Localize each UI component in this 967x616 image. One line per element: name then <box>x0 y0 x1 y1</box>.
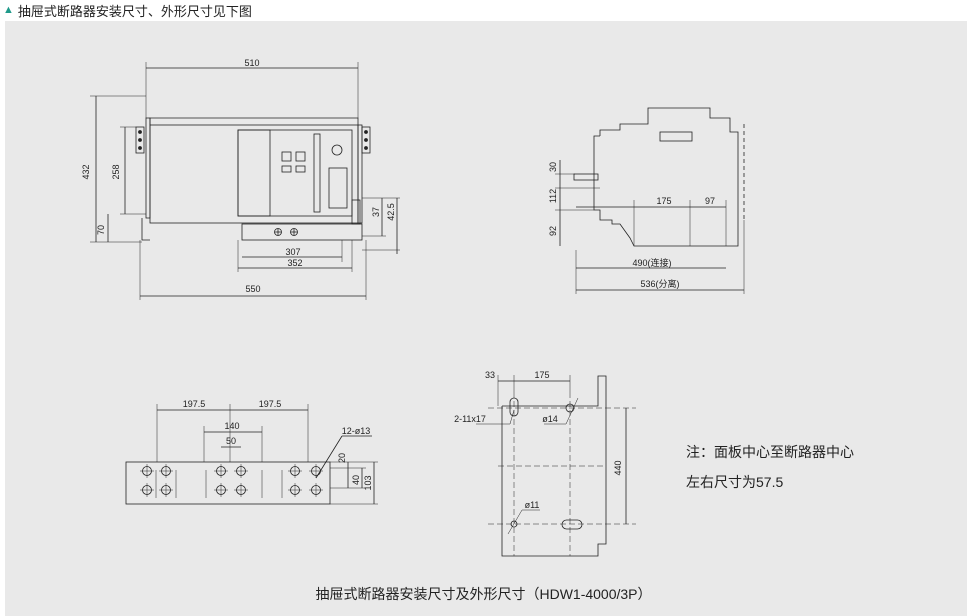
hole-14-label: ø14 <box>542 414 558 424</box>
holes-label: 12-ø13 <box>342 426 371 436</box>
dim-140: 140 <box>224 421 239 431</box>
bolt-holes <box>140 464 323 497</box>
dim-103: 103 <box>363 475 373 490</box>
dim-536: 536(分离) <box>640 278 679 289</box>
section-header: ▲ 抽屉式断路器安装尺寸、外形尺寸见下图 <box>0 0 967 20</box>
dim-92: 92 <box>548 226 558 236</box>
dim-42-5: 42.5 <box>386 203 396 221</box>
dim-40: 40 <box>351 475 361 485</box>
slots-label: 2-11x17 <box>454 414 486 424</box>
dim-70: 70 <box>96 225 106 235</box>
dim-432: 432 <box>81 164 91 179</box>
dim-307: 307 <box>285 247 300 257</box>
dim-175-mount: 175 <box>534 370 549 380</box>
dim-37: 37 <box>371 207 381 217</box>
note-block: 注：面板中心至断路器中心 左右尺寸为57.5 <box>686 437 854 497</box>
dim-550: 550 <box>245 284 260 294</box>
dim-490: 490(连接) <box>632 257 671 268</box>
section-title: 抽屉式断路器安装尺寸、外形尺寸见下图 <box>17 3 252 19</box>
side-view: 30 112 92 175 97 490(连接) 536(分离) <box>548 107 745 294</box>
dim-197-5-left: 197.5 <box>183 399 206 409</box>
figure-caption: 抽屉式断路器安装尺寸及外形尺寸（HDW1-4000/3P） <box>315 586 652 602</box>
dim-50: 50 <box>226 436 236 446</box>
dim-197-5-right: 197.5 <box>259 399 282 409</box>
bottom-view-dims: 197.5 197.5 140 50 12-ø13 20 40 103 <box>156 399 378 505</box>
mount-view: 33 175 2-11x17 ø14 ø11 440 <box>454 370 636 557</box>
dim-510: 510 <box>244 58 259 68</box>
dim-30: 30 <box>548 162 558 172</box>
note-line-1: 注：面板中心至断路器中心 <box>686 444 854 460</box>
dim-97: 97 <box>705 196 715 206</box>
dim-352: 352 <box>287 258 302 268</box>
note-line-2: 左右尺寸为57.5 <box>686 474 784 490</box>
dim-20: 20 <box>337 453 347 463</box>
dim-258: 258 <box>111 164 121 179</box>
dim-33: 33 <box>485 370 495 380</box>
triangle-bullet-icon: ▲ <box>3 4 14 16</box>
dim-112: 112 <box>548 189 558 203</box>
dim-175: 175 <box>656 196 671 206</box>
front-view: 510 432 258 70 37 42.5 307 352 550 <box>81 58 400 300</box>
dim-440: 440 <box>613 460 623 475</box>
bottom-view <box>125 461 331 505</box>
hole-11-label: ø11 <box>525 500 540 510</box>
drawing-panel <box>5 21 967 616</box>
